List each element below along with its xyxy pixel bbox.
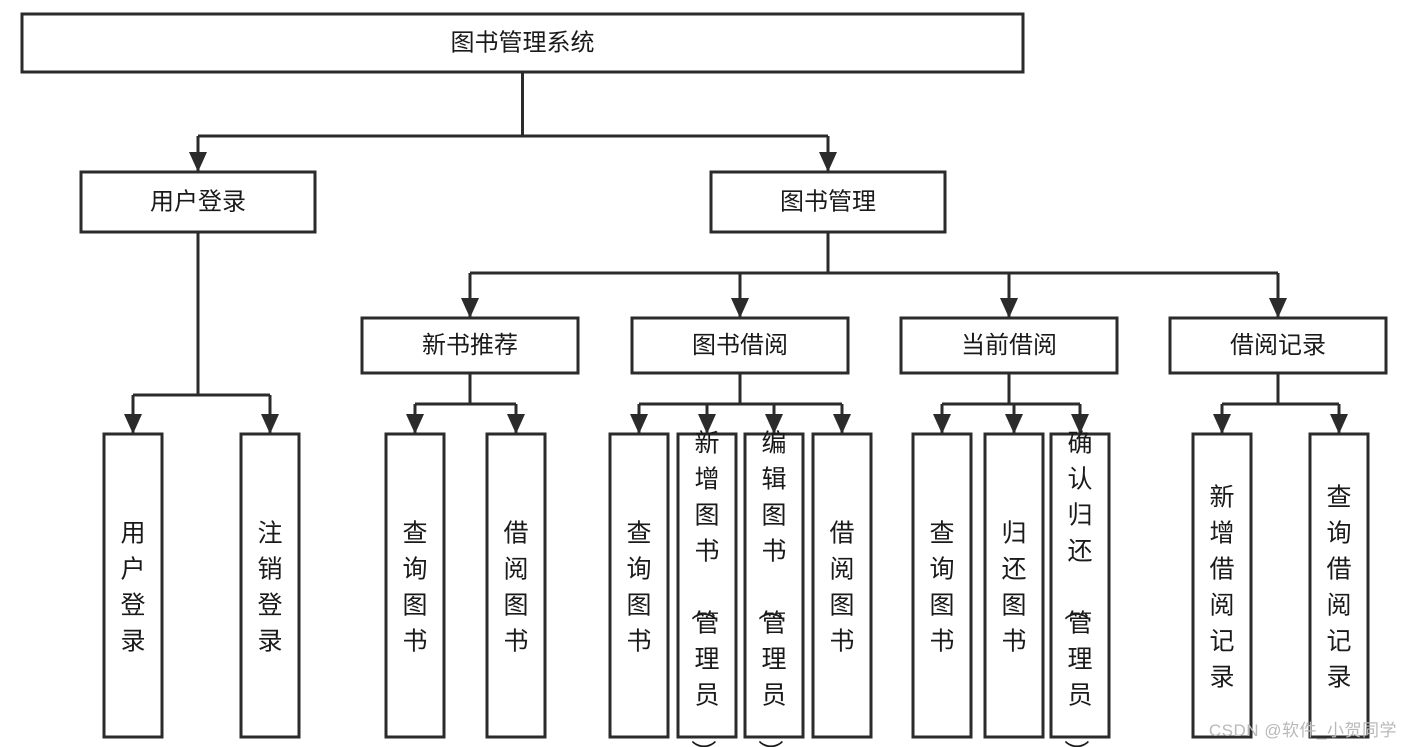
node-box-leaf-edit-book xyxy=(743,432,805,739)
node-box-leaf-query-book-1 xyxy=(384,432,446,739)
edge-arrow-leaf-add-record xyxy=(1213,414,1231,434)
edge-arrow-borrow-record xyxy=(1269,298,1287,318)
edge-group-user-login xyxy=(124,232,279,434)
node-label-leaf-add-record: 新增借阅记录 xyxy=(1209,484,1234,692)
edge-arrow-book-manage xyxy=(819,152,837,172)
node-leaf-query-book-2[interactable]: 查询图书 xyxy=(608,432,670,739)
nodes-layer: 图书管理系统用户登录图书管理新书推荐图书借阅当前借阅借阅记录用户登录注销登录查询… xyxy=(20,12,1388,747)
node-box-leaf-user-logout xyxy=(239,432,301,739)
node-book-borrow[interactable]: 图书借阅 xyxy=(630,316,850,375)
edge-group-borrow-record xyxy=(1213,373,1348,434)
node-box-leaf-borrow-book-2 xyxy=(811,432,873,739)
node-new-book-rec[interactable]: 新书推荐 xyxy=(360,316,580,375)
edge-arrow-new-book-rec xyxy=(461,298,479,318)
node-label-leaf-borrow-book-2: 借阅图书 xyxy=(829,520,854,656)
node-leaf-confirm-return[interactable]: 确认归还（管理员） xyxy=(1049,430,1111,747)
node-label-book-manage: 图书管理 xyxy=(780,188,876,215)
node-root[interactable]: 图书管理系统 xyxy=(20,12,1025,74)
node-leaf-query-book-3[interactable]: 查询图书 xyxy=(911,432,973,739)
edge-group-root xyxy=(189,72,837,172)
edge-arrow-book-borrow xyxy=(731,298,749,318)
node-box-book-manage xyxy=(709,170,947,234)
edge-arrow-leaf-query-book-2 xyxy=(630,414,648,434)
node-leaf-return-book[interactable]: 归还图书 xyxy=(983,432,1045,739)
edge-arrow-leaf-borrow-book-1 xyxy=(507,414,525,434)
edge-arrow-leaf-edit-book xyxy=(765,414,783,434)
node-box-root xyxy=(20,12,1025,74)
node-box-user-login xyxy=(79,170,317,234)
node-leaf-borrow-book-1[interactable]: 借阅图书 xyxy=(485,432,547,739)
node-label-leaf-return-book: 归还图书 xyxy=(1001,520,1026,656)
edge-arrow-user-login xyxy=(189,152,207,172)
node-label-leaf-query-book-2: 查询图书 xyxy=(626,520,651,656)
node-leaf-edit-book[interactable]: 编辑图书（管理员） xyxy=(743,430,805,747)
edge-arrow-leaf-return-book xyxy=(1005,414,1023,434)
edge-arrow-leaf-query-book-3 xyxy=(933,414,951,434)
edge-arrow-leaf-user-login xyxy=(124,414,142,434)
node-box-leaf-query-book-3 xyxy=(911,432,973,739)
node-label-root: 图书管理系统 xyxy=(451,29,595,56)
node-box-current-borrow xyxy=(899,316,1119,375)
node-box-new-book-rec xyxy=(360,316,580,375)
node-label-leaf-add-book: 新增图书（管理员） xyxy=(688,430,719,747)
node-label-user-login: 用户登录 xyxy=(150,188,246,215)
edge-arrow-leaf-query-book-1 xyxy=(406,414,424,434)
node-box-leaf-return-book xyxy=(983,432,1045,739)
node-book-manage[interactable]: 图书管理 xyxy=(709,170,947,234)
node-label-current-borrow: 当前借阅 xyxy=(961,332,1057,359)
node-label-new-book-rec: 新书推荐 xyxy=(422,332,518,359)
node-leaf-user-login[interactable]: 用户登录 xyxy=(102,432,164,739)
node-leaf-borrow-book-2[interactable]: 借阅图书 xyxy=(811,432,873,739)
edge-group-book-manage xyxy=(461,232,1287,318)
node-leaf-query-record[interactable]: 查询借阅记录 xyxy=(1308,432,1370,739)
node-box-borrow-record xyxy=(1168,316,1388,375)
node-label-leaf-confirm-return: 确认归还（管理员） xyxy=(1061,430,1092,747)
edge-arrow-leaf-borrow-book-2 xyxy=(833,414,851,434)
node-box-book-borrow xyxy=(630,316,850,375)
node-leaf-user-logout[interactable]: 注销登录 xyxy=(239,432,301,739)
node-label-borrow-record: 借阅记录 xyxy=(1230,332,1326,359)
node-box-leaf-confirm-return xyxy=(1049,432,1111,739)
edge-group-book-borrow xyxy=(630,373,851,434)
edge-arrow-leaf-user-logout xyxy=(261,414,279,434)
node-leaf-add-book[interactable]: 新增图书（管理员） xyxy=(676,430,738,747)
node-box-leaf-user-login xyxy=(102,432,164,739)
edge-arrow-current-borrow xyxy=(1000,298,1018,318)
node-box-leaf-add-book xyxy=(676,432,738,739)
edge-group-new-book-rec xyxy=(406,373,525,434)
node-box-leaf-query-record xyxy=(1308,432,1370,739)
edge-group-current-borrow xyxy=(933,373,1089,434)
node-current-borrow[interactable]: 当前借阅 xyxy=(899,316,1119,375)
node-borrow-record[interactable]: 借阅记录 xyxy=(1168,316,1388,375)
edges-layer xyxy=(124,72,1348,434)
node-box-leaf-add-record xyxy=(1191,432,1253,739)
node-label-leaf-query-book-1: 查询图书 xyxy=(402,520,427,656)
node-label-leaf-user-login: 用户登录 xyxy=(120,520,145,656)
node-label-leaf-edit-book: 编辑图书（管理员） xyxy=(755,430,786,747)
node-user-login[interactable]: 用户登录 xyxy=(79,170,317,234)
node-label-leaf-query-book-3: 查询图书 xyxy=(929,520,954,656)
node-leaf-query-book-1[interactable]: 查询图书 xyxy=(384,432,446,739)
node-leaf-add-record[interactable]: 新增借阅记录 xyxy=(1191,432,1253,739)
node-box-leaf-borrow-book-1 xyxy=(485,432,547,739)
node-label-leaf-borrow-book-1: 借阅图书 xyxy=(503,520,528,656)
node-label-leaf-query-record: 查询借阅记录 xyxy=(1326,484,1351,692)
edge-arrow-leaf-query-record xyxy=(1330,414,1348,434)
node-box-leaf-query-book-2 xyxy=(608,432,670,739)
edge-arrow-leaf-confirm-return xyxy=(1071,414,1089,434)
node-label-leaf-user-logout: 注销登录 xyxy=(257,520,282,656)
edge-arrow-leaf-add-book xyxy=(698,414,716,434)
node-label-book-borrow: 图书借阅 xyxy=(692,332,788,359)
